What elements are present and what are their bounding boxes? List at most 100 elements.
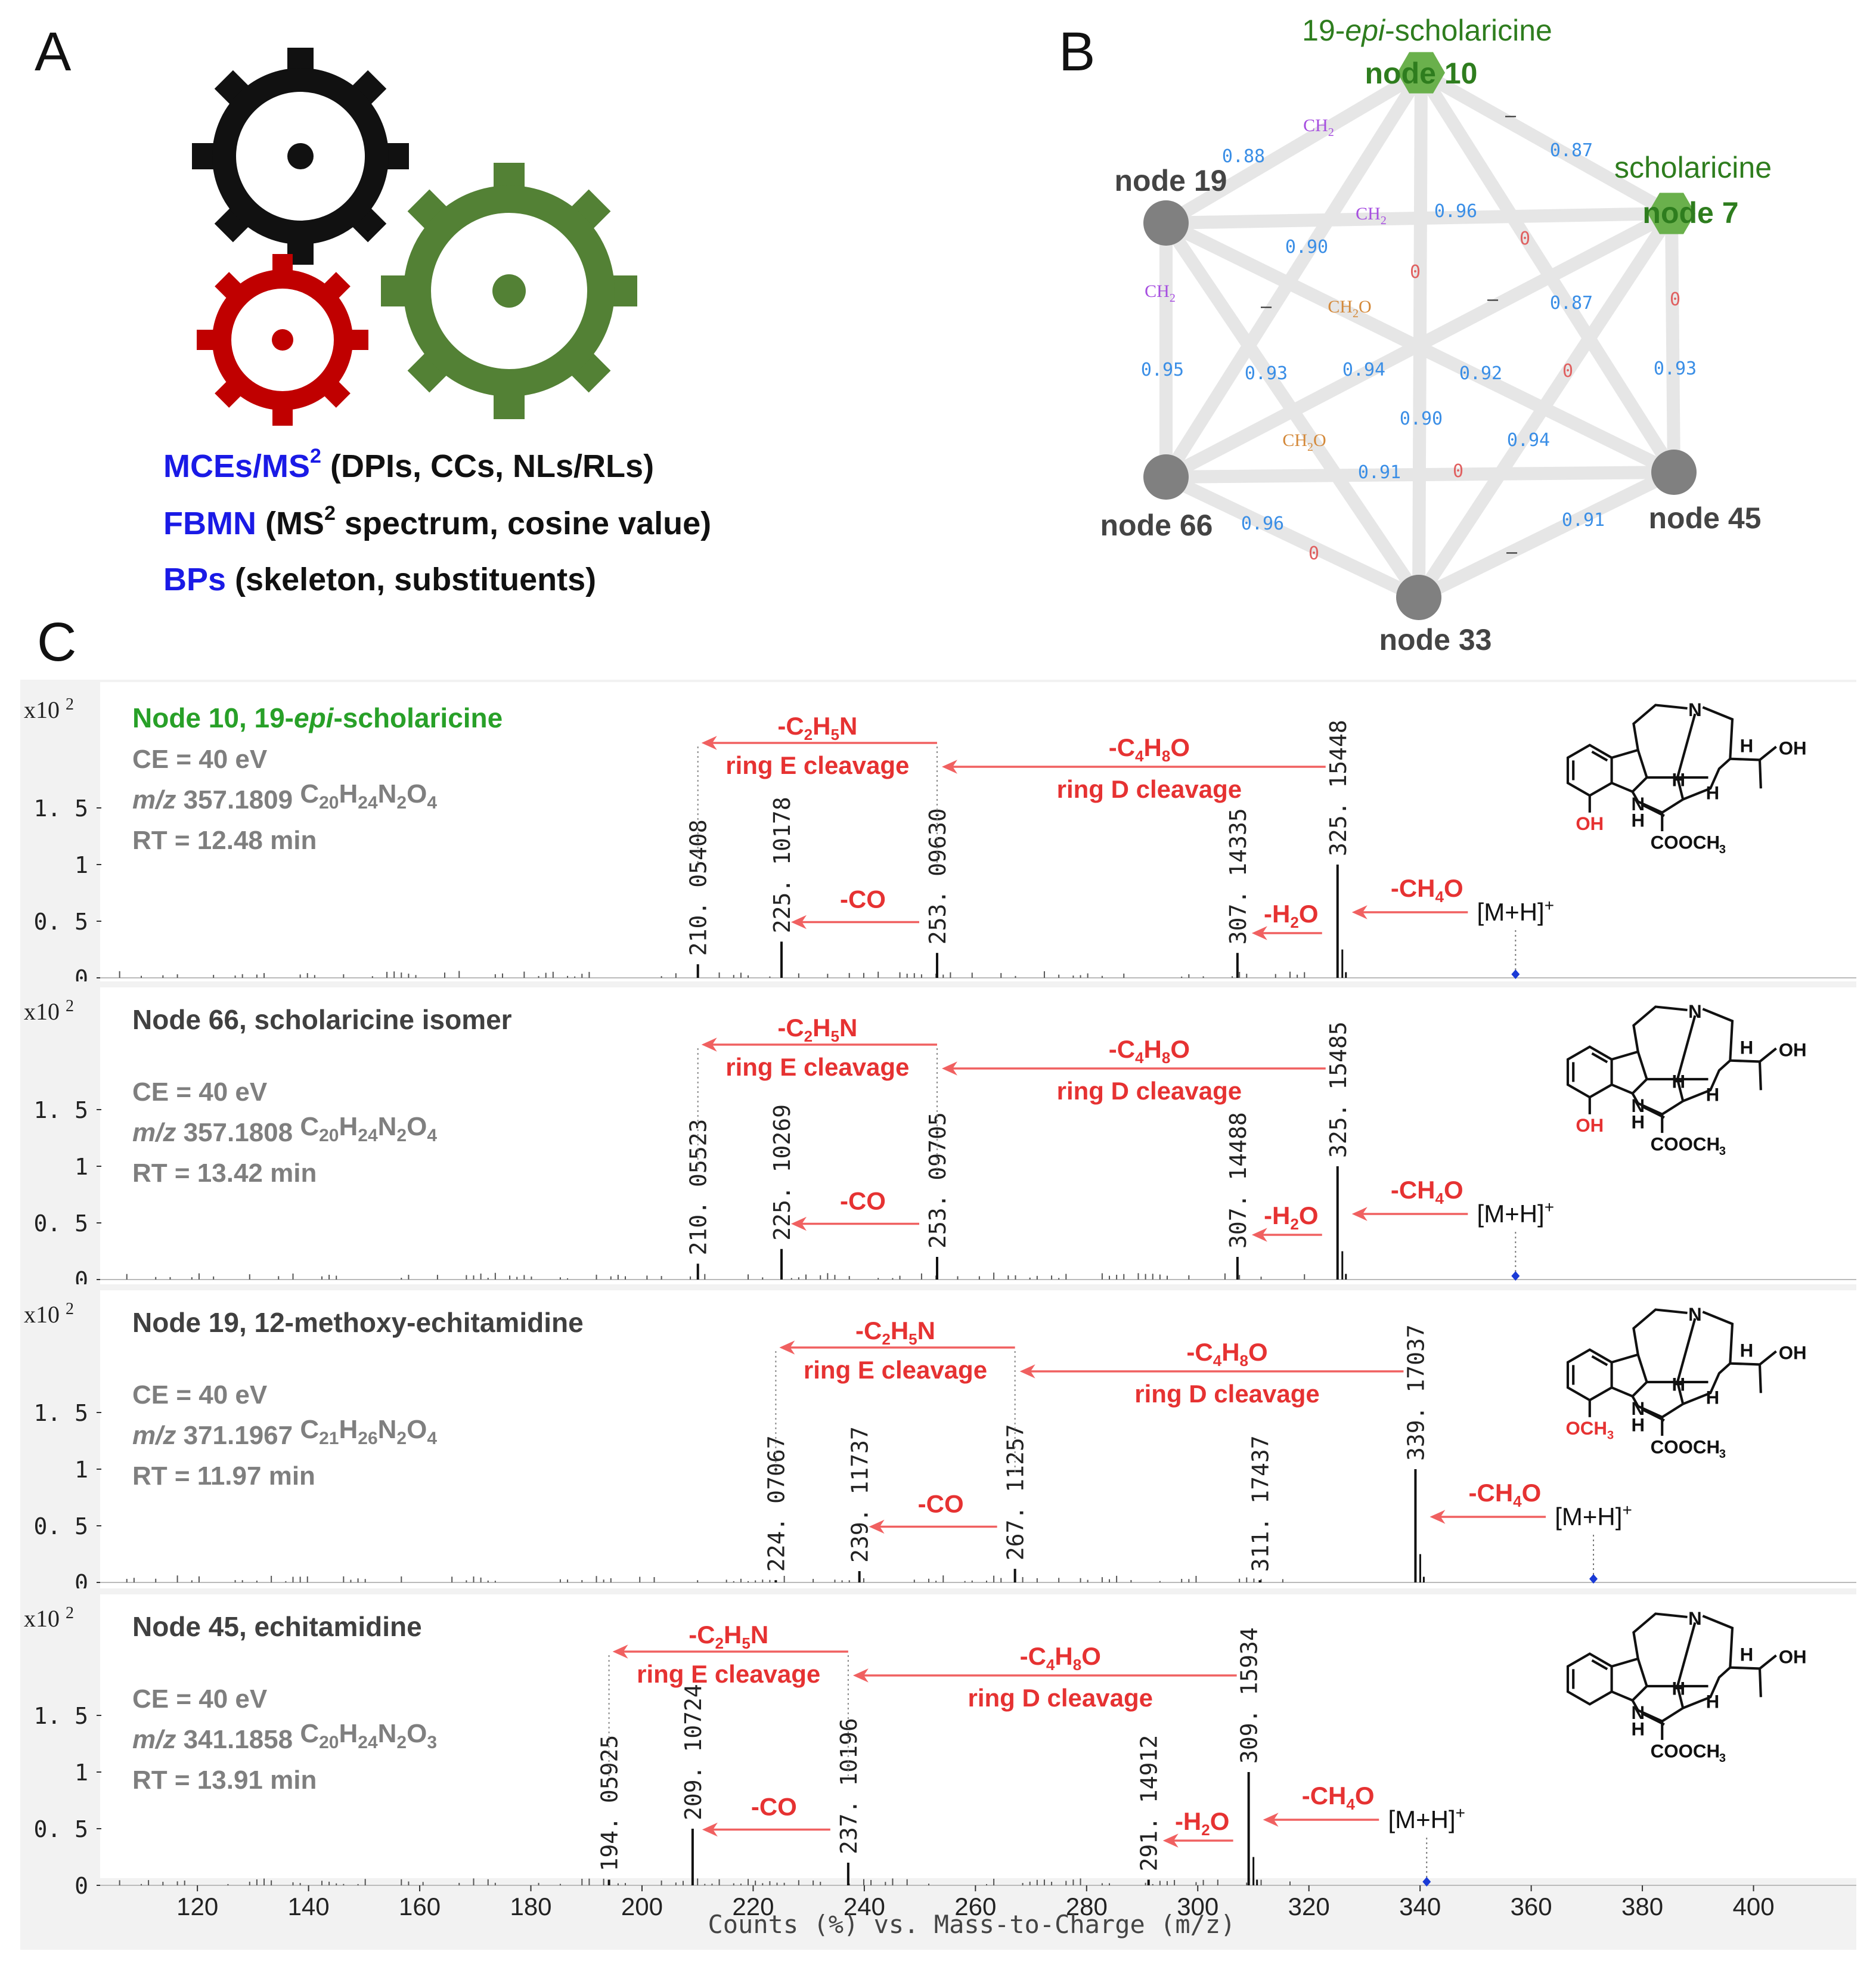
atom-h: H	[1672, 1678, 1686, 1699]
edge-label-cos: 0.88	[1222, 146, 1265, 167]
precursor-text: [M+H]	[1477, 898, 1545, 926]
edge-label-dash: –	[1505, 106, 1517, 126]
mz-value: 357.1809	[176, 785, 300, 814]
n33-label: node 33	[1379, 623, 1492, 656]
chem-sub: 4	[1513, 1492, 1522, 1510]
network-edge	[1159, 66, 1428, 230]
chem-text: N	[839, 1014, 857, 1042]
peak-label-1: 224. 07067	[763, 1435, 789, 1572]
chem-text: -C	[1186, 1338, 1213, 1366]
formula-atom: O	[407, 779, 427, 809]
formula-sub: 26	[358, 1429, 377, 1448]
chem-sub: 8	[1162, 747, 1170, 765]
chem-text: H	[724, 1621, 742, 1649]
arrow-co-head	[790, 915, 807, 930]
gear-tooth	[214, 206, 250, 243]
precursor-label: [M+H]+	[1477, 1198, 1555, 1228]
gear-tooth	[349, 330, 368, 350]
chem-sub: 2	[804, 1027, 813, 1045]
n10-hexagon-icon	[1397, 52, 1445, 94]
formula-atom: C	[300, 1112, 319, 1141]
edge-label-cos: 0.96	[1241, 513, 1284, 534]
arrow-h2o-head	[1251, 926, 1267, 940]
peak-label-1: 194. 05925	[597, 1735, 623, 1872]
mz-value: 357.1808	[176, 1118, 300, 1147]
collision-energy: CE = 40 eV	[132, 1684, 268, 1714]
chem-text: -CO	[751, 1793, 797, 1821]
x-tick-label: 380	[1621, 1892, 1663, 1921]
chem-sub: 2	[1290, 1215, 1298, 1233]
side-chain	[1730, 1047, 1777, 1063]
arrow-co-head	[869, 1519, 885, 1534]
y-multiplier-exp: 2	[66, 695, 74, 714]
label-ring-d: ring D cleavage	[1134, 1380, 1319, 1408]
collision-energy: CE = 40 eV	[132, 1380, 268, 1410]
chem-text: -CH	[1391, 874, 1435, 902]
chem-sub: 4	[1213, 1352, 1222, 1370]
atom-ester-sub: 3	[1719, 1145, 1726, 1158]
network-edges	[1159, 66, 1680, 604]
edge-label-cos: 0.91	[1562, 510, 1605, 531]
y-multiplier-base: x10	[24, 1605, 66, 1632]
chem-text: H	[1144, 1035, 1162, 1063]
n45-circle	[1651, 450, 1697, 495]
mz-value: 371.1967	[176, 1421, 300, 1450]
atom-h3: H	[1740, 1644, 1754, 1665]
arrow-ring-d-head	[1019, 1364, 1035, 1379]
edge-label-zero: 0	[1562, 361, 1573, 382]
panel-label-c: C	[37, 612, 76, 673]
x-tick-label: 300	[1177, 1892, 1218, 1921]
y-tick-label: 1	[75, 852, 88, 878]
peak-label-5: 325. 15448	[1325, 720, 1351, 856]
chem-text: H	[891, 1317, 908, 1345]
loss-ch4o: -CH4O	[1469, 1479, 1542, 1510]
title-part: Node 19, 12-methoxy-echitamidine	[132, 1307, 584, 1338]
ring-e	[1682, 1311, 1734, 1405]
atom-ester: COOCH	[1651, 1134, 1720, 1155]
precursor-marker-icon	[1511, 1271, 1520, 1281]
panel-separator	[100, 1284, 1856, 1290]
y-axis-band	[20, 1588, 100, 1890]
name-rest: -scholaricine	[1385, 14, 1552, 47]
y-axis-band	[20, 680, 100, 983]
edge-label-text: CH	[1328, 297, 1353, 317]
retention-time: RT = 11.97 min	[132, 1461, 315, 1491]
arrow-ch4o-head	[1430, 1510, 1446, 1524]
y-tick-label: 1. 5	[33, 1400, 88, 1426]
chem-text: O	[1299, 1201, 1319, 1229]
gear-tooth	[215, 380, 243, 408]
double-bond	[1642, 1408, 1665, 1422]
formula-sub: 3	[427, 1733, 437, 1752]
gear-tooth	[494, 393, 525, 419]
mz-formula: m/z 357.1808 C20H24N2O4	[132, 1112, 437, 1147]
y-tick-label: 1. 5	[33, 1703, 88, 1729]
panel-separator	[100, 1588, 1856, 1594]
arrow-ch4o-head	[1263, 1813, 1279, 1827]
gear-tooth	[407, 352, 448, 393]
atom-h2: H	[1706, 783, 1720, 804]
precursor-charge: +	[1545, 1198, 1554, 1216]
ring-e	[1682, 1615, 1734, 1709]
formula-sub: 2	[396, 1429, 407, 1448]
chem-sub: 2	[804, 726, 813, 744]
pyrrole-ring	[1611, 1657, 1648, 1702]
chem-text: -H	[1264, 900, 1290, 928]
legend-line-0: MCEs/MS2 (DPIs, CCs, NLs/RLs)	[163, 445, 654, 484]
peak-label-4: 311. 17437	[1247, 1435, 1273, 1572]
y-tick-label: 1. 5	[33, 1097, 88, 1123]
network-edge	[1665, 207, 1680, 479]
x-tick-label: 160	[399, 1892, 441, 1921]
gear-ring	[212, 68, 389, 244]
chem-text: -C	[777, 1014, 804, 1042]
pyrrole-ring	[1611, 1353, 1648, 1398]
x-tick-label: 220	[732, 1892, 774, 1921]
legend-sup: 2	[310, 445, 321, 467]
peak-label-5: 325. 15485	[1325, 1021, 1351, 1158]
gear-tooth	[407, 189, 448, 230]
bridge-bond	[1676, 1318, 1697, 1383]
loss-ch4o: -CH4O	[1391, 874, 1463, 906]
chem-text: O	[1081, 1642, 1101, 1670]
